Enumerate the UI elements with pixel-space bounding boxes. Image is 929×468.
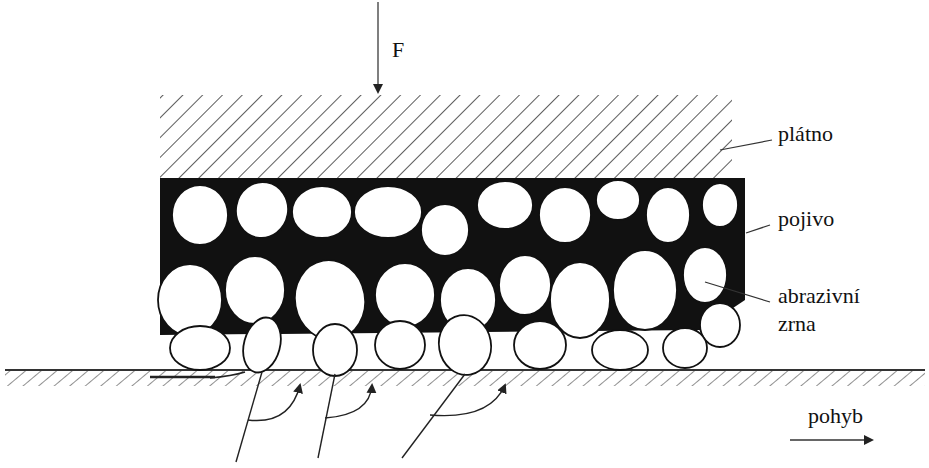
abrasive-grain (683, 247, 727, 303)
abrasive-grain (539, 187, 591, 243)
abrasive-grain (170, 326, 230, 370)
abrasive-grain (375, 321, 425, 369)
grains (158, 178, 740, 379)
abrasive-grain (499, 255, 551, 315)
force-label: F (392, 36, 404, 64)
abrasive-grain (375, 263, 435, 327)
abrasive-grain (237, 313, 286, 376)
abrasive-grain (477, 181, 533, 229)
leader-line (720, 140, 772, 150)
abrasive-grain (292, 186, 352, 238)
part-label: abrazivní zrna (778, 282, 878, 338)
cutting-lines (150, 372, 505, 462)
abrasive-grain (550, 262, 610, 338)
abrasive-grain (434, 311, 496, 379)
leader-line (746, 225, 770, 233)
abrasive-grain (421, 204, 469, 256)
abrasive-grain (514, 321, 566, 369)
part-label: pohyb (808, 402, 863, 430)
abrasive-grain (646, 187, 690, 243)
abrasive-grain (232, 178, 293, 242)
abrasive-grain (172, 185, 228, 245)
part-label: plátno (778, 120, 833, 148)
part-label: pojivo (778, 205, 834, 233)
abrasive-grain (592, 330, 648, 370)
binder (160, 178, 745, 335)
abrasive-grain (313, 324, 357, 376)
leader-line (705, 282, 770, 302)
abrasive-grain (663, 328, 707, 368)
force-arrow (377, 2, 379, 92)
abrasive-grain (225, 256, 285, 324)
canvas-band (160, 95, 732, 178)
abrasive-grain (158, 264, 222, 336)
abrasive-grain (596, 180, 640, 220)
abrasive-grain (613, 250, 677, 330)
abrasive-grain (354, 186, 422, 238)
motion-arrow (790, 439, 872, 441)
abrasive-grain (702, 183, 738, 227)
